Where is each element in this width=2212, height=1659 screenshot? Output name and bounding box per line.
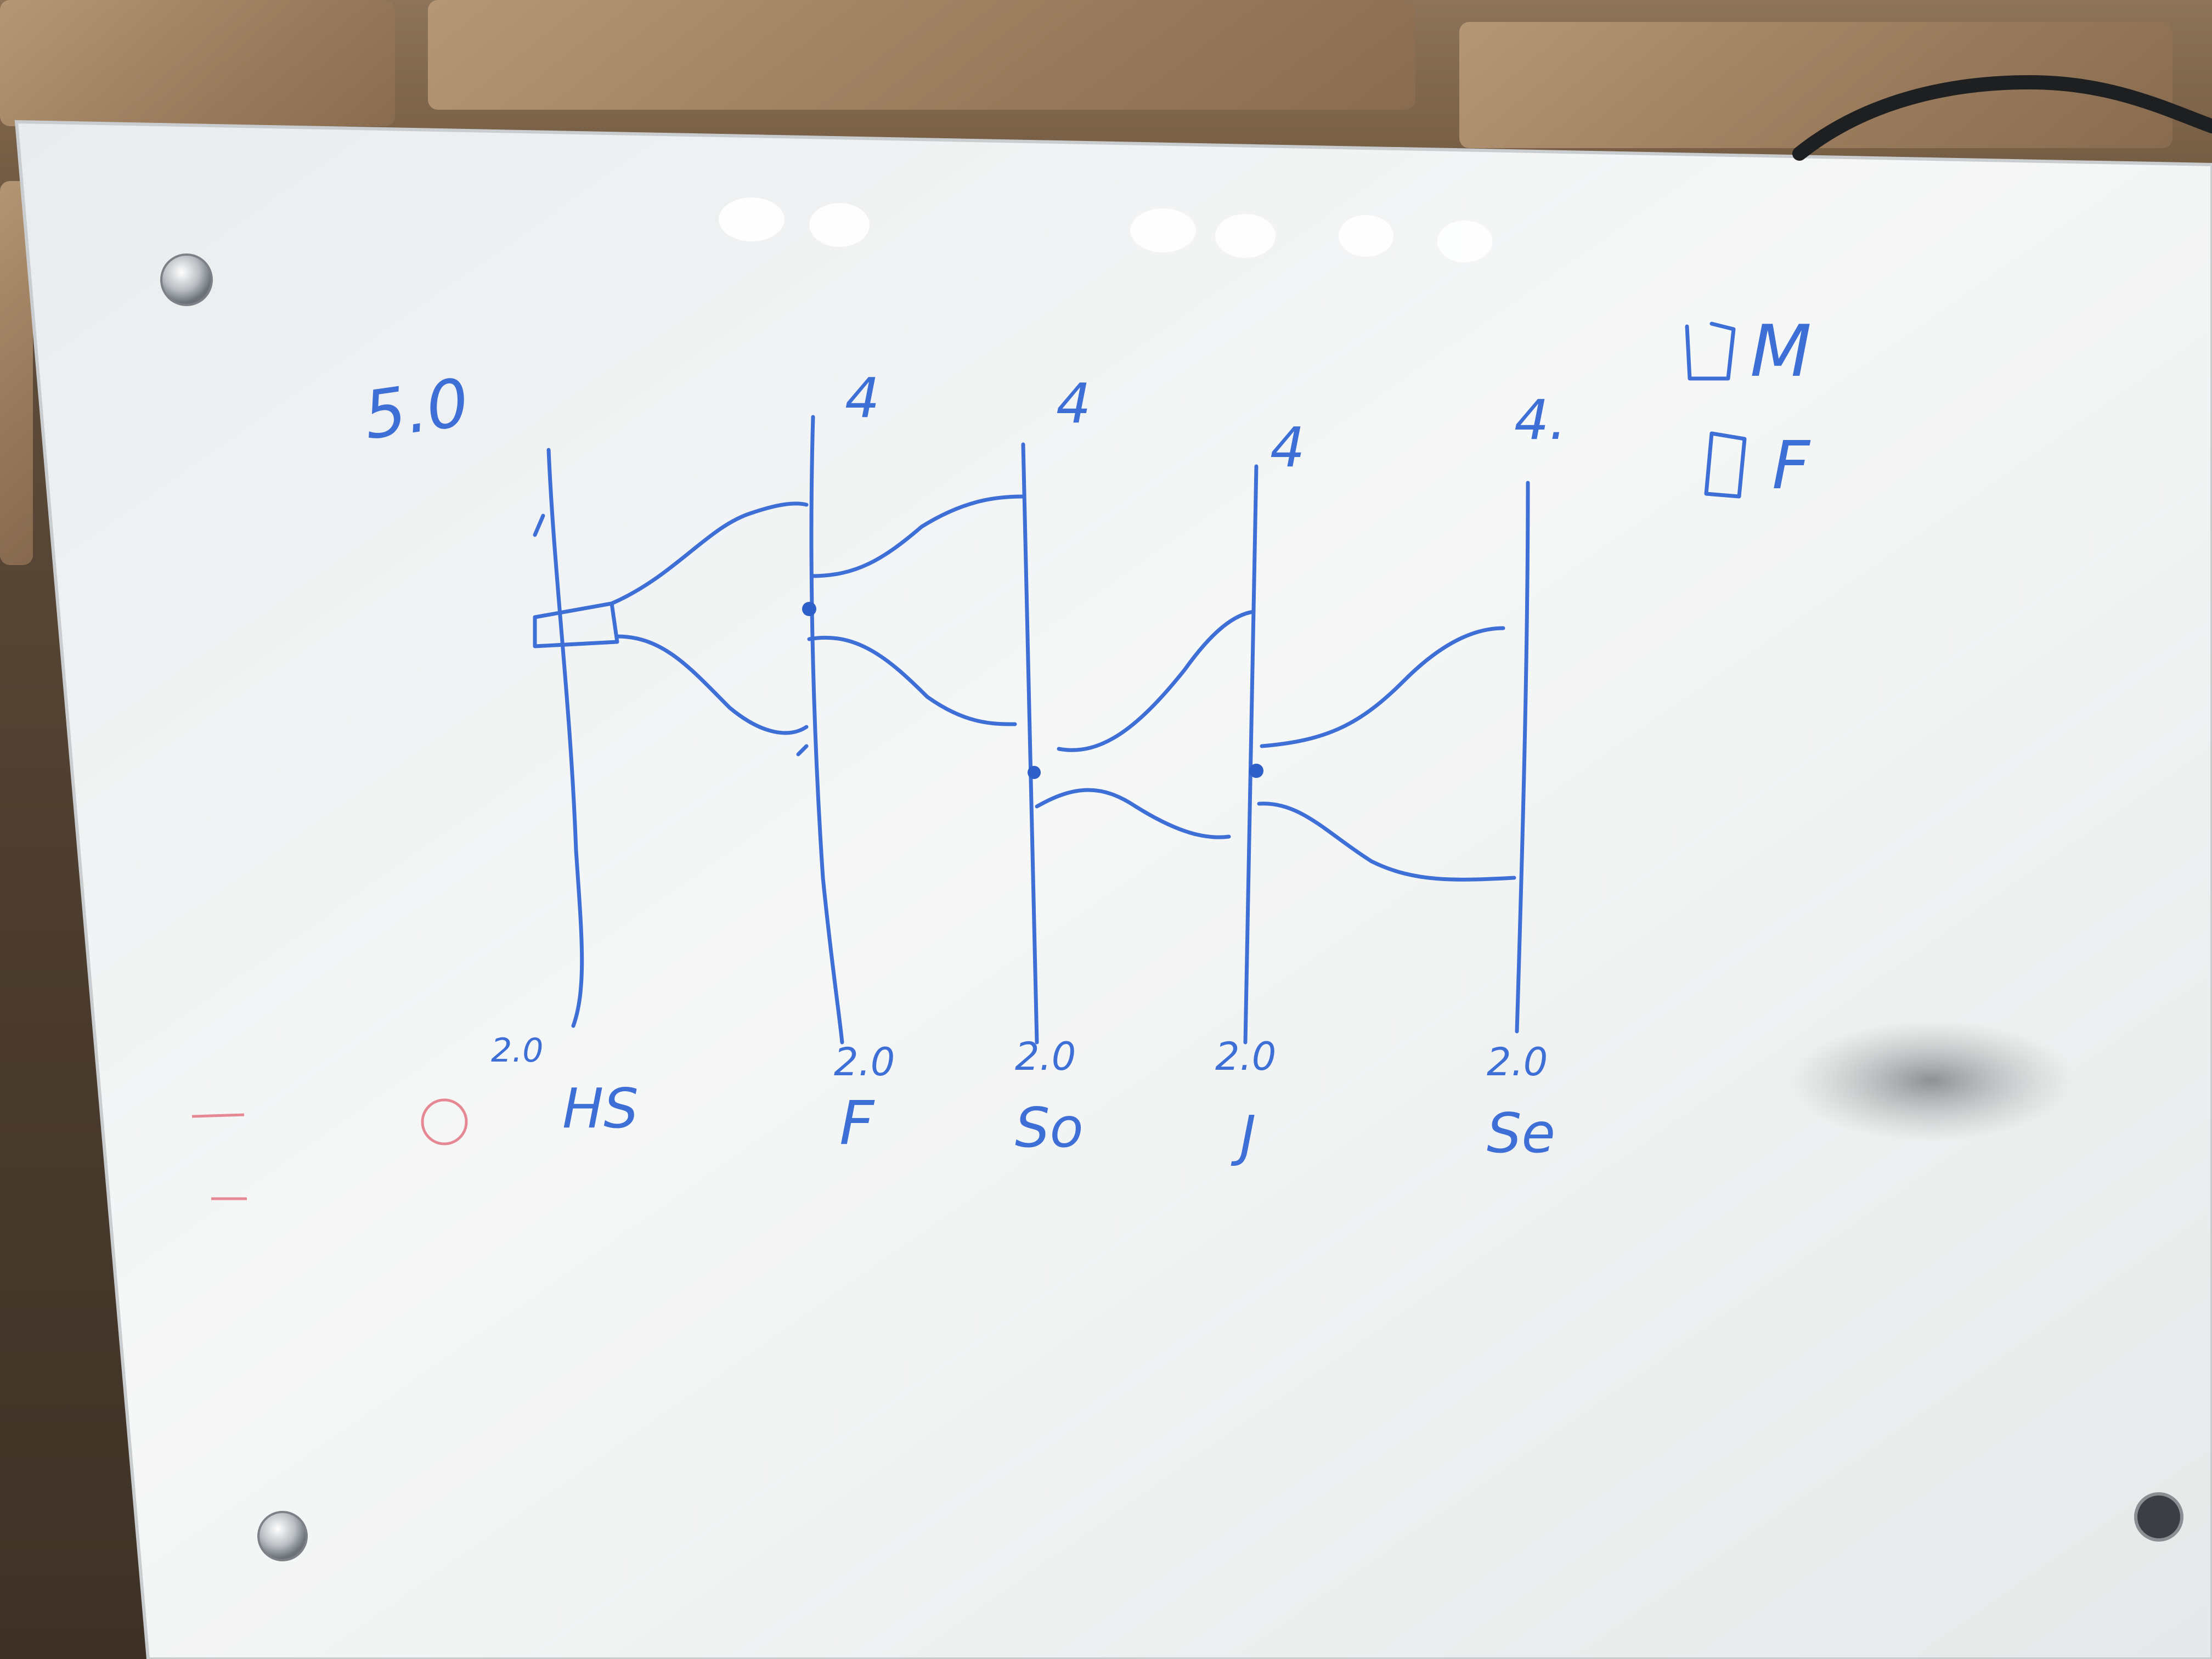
top-label-so: 4: [1056, 371, 1091, 436]
flow-j-se-lower: [1257, 802, 1516, 882]
tick-f: [796, 744, 809, 757]
flow-so-j-lower: [1035, 788, 1231, 839]
bottom-label-so: 2.0: [1015, 1034, 1076, 1079]
category-label-se: Se: [1487, 1101, 1555, 1165]
tick-hs: [533, 514, 545, 537]
legend-label-f: F: [1772, 428, 1811, 504]
eraser-smudge: [1788, 1020, 2074, 1141]
flow-hs-f-upper: [610, 501, 809, 606]
legend-square-m: [1685, 321, 1736, 381]
axis-se: [1515, 481, 1530, 1034]
bottom-label-se: 2.0: [1487, 1040, 1548, 1085]
light-reflections: [719, 198, 1492, 262]
flow-so-j-upper: [1057, 610, 1256, 752]
bottom-label-j: 2.0: [1215, 1034, 1276, 1079]
split-dots: [802, 602, 1263, 779]
power-cable: [1792, 75, 2212, 161]
axis-hs: [546, 448, 584, 1028]
red-marker-marks: [191, 1098, 468, 1200]
top-label-se: 4.: [1514, 388, 1566, 452]
category-label-hs: HS: [562, 1076, 639, 1141]
legend-label-m: M: [1750, 309, 1812, 393]
axis-f: [809, 415, 844, 1045]
flow-f-so-upper: [810, 494, 1025, 578]
axis-j: [1243, 464, 1259, 1045]
flow-j-se-upper: [1260, 626, 1505, 748]
axis-so: [1021, 442, 1039, 1045]
top-label-hs: 5.0: [359, 365, 473, 455]
legend-square-f: [1704, 431, 1747, 499]
flow-f-so-lower: [807, 635, 1017, 726]
bottom-label-hs: 2.0: [491, 1031, 543, 1070]
bottom-label-f: 2.0: [834, 1040, 895, 1085]
top-label-j: 4: [1270, 415, 1305, 479]
category-label-so: So: [1015, 1096, 1084, 1160]
flow-hs-f-lower: [615, 634, 809, 735]
hs-box: [533, 601, 619, 648]
mounting-bolts: [160, 253, 2183, 1561]
category-label-f: F: [839, 1088, 875, 1158]
top-label-f: 4: [845, 366, 880, 430]
